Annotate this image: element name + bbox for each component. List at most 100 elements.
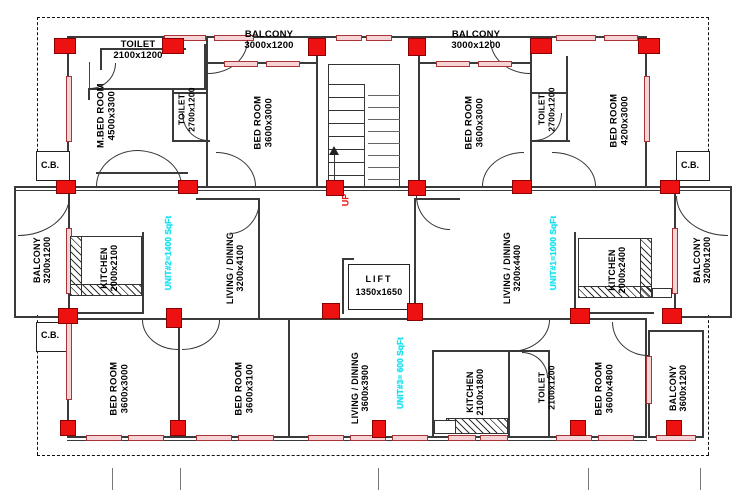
- toilet-tl-wall-stub: [88, 88, 90, 100]
- window-bottom-8: [448, 435, 476, 441]
- structural-column: [662, 308, 682, 324]
- wall-balcony-mr-bottom: [668, 316, 732, 318]
- structural-column: [570, 420, 586, 436]
- window-stair-b: [366, 35, 392, 41]
- room-label-toilet-tr: TOILET 2700x1200: [536, 75, 556, 145]
- room-label-bed-bl1: BED ROOM 3600x3000: [108, 349, 130, 429]
- kitchen-mr-counter-bottom: [578, 286, 652, 298]
- room-name: BED ROOM: [233, 361, 245, 416]
- wall-bed-t2-left: [418, 36, 420, 188]
- structural-column: [170, 420, 186, 436]
- kitchen-ml-wall-right: [142, 232, 144, 314]
- stair-arrow-head: [329, 146, 339, 155]
- structural-column: [60, 420, 76, 436]
- room-dimension: 2100x1800: [475, 368, 485, 416]
- room-dimension: 2000x2100: [109, 244, 119, 292]
- room-dimension: 3200x4400: [512, 244, 522, 292]
- room-dimension: 3600x3000: [119, 363, 130, 414]
- door-leaf-toilet-tl: [89, 62, 91, 89]
- structural-column: [322, 303, 340, 319]
- stair-arrow-line: [334, 152, 336, 188]
- lift-wall-left: [342, 258, 344, 314]
- window-balcony-t1-a: [224, 61, 258, 67]
- structural-column: [570, 308, 590, 324]
- window-balcony-t2-a: [436, 61, 470, 67]
- room-name: M.BED ROOM: [95, 83, 107, 149]
- site-boundary-left-lower: [37, 315, 38, 455]
- toilet-tl-wall-top: [100, 48, 186, 50]
- unit-label-1: UNIT#1=1000 SqFt: [548, 215, 558, 291]
- window-bottom-6: [350, 435, 386, 441]
- kitchen-b-wall-left: [432, 350, 434, 438]
- lift-lobby-wall-right: [414, 198, 416, 314]
- window-bottom-11: [598, 435, 634, 441]
- structural-column: [666, 420, 682, 436]
- room-dimension: 2000x2400: [617, 246, 627, 294]
- room-dimension: 3200x4100: [235, 244, 245, 292]
- wall-balcony-ml-bottom: [14, 316, 78, 318]
- lift-wall-top: [342, 258, 354, 260]
- room-name: BED ROOM: [252, 95, 264, 150]
- site-boundary-left-upper: [37, 17, 38, 167]
- room-name: LIVING / DINING: [501, 232, 512, 305]
- room-label-kitchen-b: KITCHEN 2100x1800: [465, 357, 485, 427]
- toilet-tl-wall-bottom: [88, 88, 206, 90]
- room-dimension: 3600x3900: [360, 364, 370, 412]
- kitchen-mr-wall-left: [574, 232, 576, 314]
- window-top-4: [604, 35, 638, 41]
- room-name: LIVING / DINING: [349, 352, 360, 425]
- window-balcony-br: [646, 356, 652, 404]
- cupboard-top-left: [36, 151, 70, 181]
- structural-column: [530, 38, 552, 54]
- stair-tread: [328, 110, 364, 111]
- toilet-tl2-wall-left: [172, 90, 174, 142]
- room-name: BED ROOM: [608, 93, 620, 148]
- room-label-balcony-mr: BALCONY 3200x1200: [692, 220, 712, 300]
- door-swing-bed-t1: [216, 152, 256, 186]
- mbedroom-door-threshold: [96, 172, 188, 174]
- unit-label-2: UNIT#2=1400 SqFt: [163, 215, 173, 291]
- kitchen-b-sink: [434, 420, 456, 434]
- toilet-tr-wall-top: [532, 92, 568, 94]
- door-swing-bed-bl2: [182, 320, 220, 350]
- toilet-tl-wall-right: [204, 44, 206, 90]
- room-dimension: 2700x1200: [546, 87, 556, 132]
- window-bottom-left: [66, 322, 72, 400]
- room-label-bed-t1: BED ROOM 3600x3000: [252, 83, 274, 163]
- room-label-bed-bl2: BED ROOM 3600x3100: [233, 349, 255, 429]
- room-dimension: 3600x4800: [604, 363, 615, 414]
- room-label-bed-br: BED ROOM 3600x4800: [593, 349, 615, 429]
- room-name: BALCONY: [451, 29, 501, 40]
- wall-balcony-mr-right: [730, 190, 732, 318]
- lift-lobby-entry-wall: [416, 198, 460, 200]
- cupboard-bottom-left: [36, 322, 70, 352]
- window-bottom-5: [308, 435, 344, 441]
- structural-column: [308, 38, 326, 56]
- site-boundary-right-upper: [708, 17, 709, 167]
- room-dimension: 2700x1200: [186, 87, 196, 132]
- dimension-tick: [378, 468, 379, 490]
- window-left-top: [66, 76, 72, 142]
- structural-column: [162, 38, 184, 54]
- wall-bed-t1-right: [316, 36, 318, 188]
- room-dimension: 4500x3300: [106, 90, 117, 141]
- room-name: BED ROOM: [593, 361, 605, 416]
- lift-dimension: 1350x1650: [348, 287, 410, 297]
- cupboard-label: C.B.: [681, 160, 699, 170]
- cupboard-top-right: [676, 151, 710, 181]
- window-bottom-1: [86, 435, 122, 441]
- room-label-bed-t2: BED ROOM 3600x3000: [463, 83, 485, 163]
- toilet-tl2-wall-bottom: [172, 140, 210, 142]
- room-name: TOILET: [536, 93, 547, 126]
- room-dimension: 3000x1200: [451, 39, 501, 51]
- structural-column: [166, 308, 182, 328]
- room-label-toilet-tl: TOILET 2100x1200: [98, 39, 178, 61]
- window-balcony-mr: [672, 228, 678, 294]
- room-name: KITCHEN: [464, 371, 475, 413]
- door-swing-bed-br: [510, 320, 550, 352]
- room-name: BED ROOM: [108, 361, 120, 416]
- room-name: BALCONY: [31, 237, 42, 284]
- kitchen-mr-wall-bottom: [574, 312, 654, 314]
- unit-label-3: UNIT#3= 600 SqFt: [395, 336, 405, 410]
